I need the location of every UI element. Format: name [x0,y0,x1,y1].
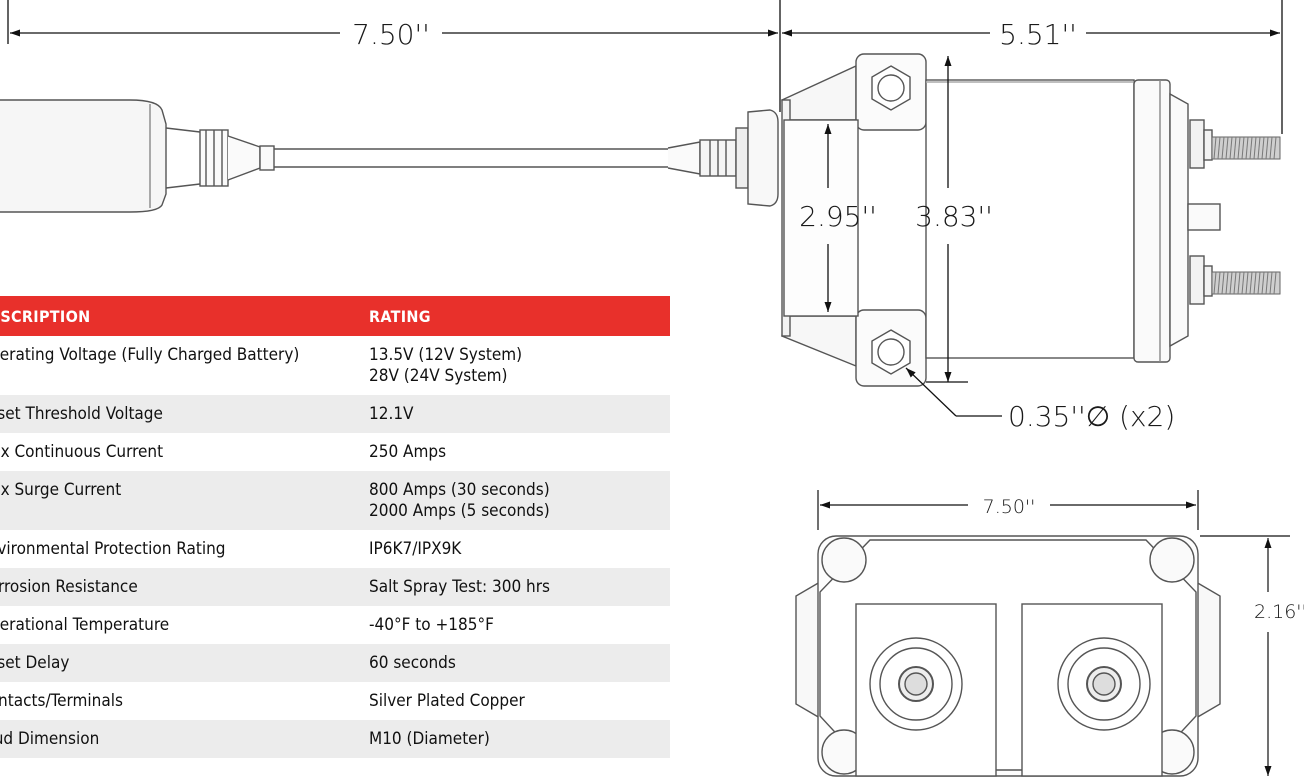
rating-text: 800 Amps (30 seconds) [369,480,550,500]
threaded-studs [1211,136,1281,295]
description-text: Reset Threshold Voltage [0,404,163,424]
mount-spacing-label: 2.95'' [799,200,877,233]
breaker-side-drawing [781,53,1221,387]
row-description: Stud Dimension [0,720,369,758]
rating-text: 60 seconds [369,653,456,673]
rating-text: 28V (24V System) [369,366,508,386]
table-row: Reset Threshold Voltage 12.1V [0,395,670,433]
row-description: Operational Temperature [0,606,369,644]
table-row: Environmental Protection Rating IP6K7/IPX… [0,530,670,568]
row-rating: -40°F to +185°F [369,606,670,644]
hole-diameter-label: 0.35''∅ (x2) [1008,400,1175,433]
table-row: Stud Dimension M10 (Diameter) [0,720,670,758]
table-row: Max Surge Current 800 Amps (30 seconds)20… [0,471,670,530]
description-text: Contacts/Terminals [0,691,123,711]
rating-text: IP6K7/IPX9K [369,539,462,559]
top-height-label: 2.16'' [1254,601,1304,623]
rating-text: 2000 Amps (5 seconds) [369,501,550,521]
row-description: Environmental Protection Rating [0,530,369,568]
spec-table-body: Operating Voltage (Fully Charged Battery… [0,336,670,758]
rating-text: M10 (Diameter) [369,729,490,749]
table-row: Operational Temperature -40°F to +185°F [0,606,670,644]
header-rating: RATING [369,296,670,336]
row-description: Max Surge Current [0,471,369,530]
row-rating: 800 Amps (30 seconds)2000 Amps (5 second… [369,471,670,530]
row-description: Corrosion Resistance [0,568,369,606]
row-rating: 13.5V (12V System)28V (24V System) [369,336,670,395]
table-row: Corrosion Resistance Salt Spray Test: 300… [0,568,670,606]
cable-plug-drawing [0,99,779,213]
spec-table-header: DESCRIPTION RATING [0,296,670,336]
row-description: Reset Threshold Voltage [0,395,369,433]
row-description: Contacts/Terminals [0,682,369,720]
row-description: Operating Voltage (Fully Charged Battery… [0,336,369,395]
row-rating: Silver Plated Copper [369,682,670,720]
table-row: Contacts/Terminals Silver Plated Copper [0,682,670,720]
spec-table: DESCRIPTION RATING Operating Voltage (Fu… [0,296,670,758]
side-width-label: 5.51'' [999,18,1077,51]
rating-text: Silver Plated Copper [369,691,525,711]
table-row: Operating Voltage (Fully Charged Battery… [0,336,670,395]
table-row: Max Continuous Current 250 Amps [0,433,670,471]
row-description: Max Continuous Current [0,433,369,471]
row-rating: IP6K7/IPX9K [369,530,670,568]
rating-text: 13.5V (12V System) [369,345,523,365]
row-rating: M10 (Diameter) [369,720,670,758]
rating-text: 250 Amps [369,442,447,462]
rating-text: -40°F to +185°F [369,615,494,635]
row-rating: 12.1V [369,395,670,433]
row-rating: 250 Amps [369,433,670,471]
header-description: DESCRIPTION [0,296,369,336]
description-text: Reset Delay [0,653,70,673]
top-length-label: 7.50'' [983,496,1036,518]
description-text: Operational Temperature [0,615,170,635]
breaker-top-drawing [795,535,1221,777]
top-dimension-lines [817,490,1290,776]
description-text: Max Surge Current [0,480,122,500]
body-height-label: 3.83'' [915,200,993,233]
row-rating: 60 seconds [369,644,670,682]
description-text: Environmental Protection Rating [0,539,226,559]
table-row: Reset Delay 60 seconds [0,644,670,682]
row-description: Reset Delay [0,644,369,682]
description-text: Operating Voltage (Fully Charged Battery… [0,345,300,365]
row-rating: Salt Spray Test: 300 hrs [369,568,670,606]
side-length-label: 7.50'' [352,18,430,51]
description-text: Stud Dimension [0,729,100,749]
description-text: Corrosion Resistance [0,577,138,597]
description-text: Max Continuous Current [0,442,164,462]
side-dimension-lines [7,0,1283,417]
rating-text: Salt Spray Test: 300 hrs [369,577,550,597]
rating-text: 12.1V [369,404,414,424]
